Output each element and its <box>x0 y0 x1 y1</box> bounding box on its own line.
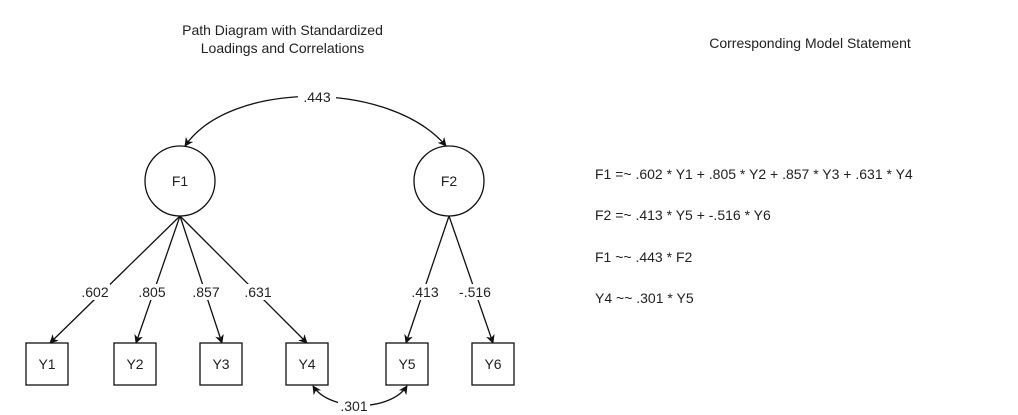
loading-label-f2-y5: .413 <box>411 284 438 300</box>
model-statement-4: Y4 ~~ .301 * Y5 <box>595 290 694 306</box>
diagram-title: Path Diagram with Standardized Loadings … <box>130 21 435 57</box>
diagram-title-line1: Path Diagram with Standardized <box>182 22 383 38</box>
loading-path-f1-y3 <box>179 215 224 344</box>
factor-node-f2 <box>413 145 485 217</box>
model-statement-1: F1 =~ .602 * Y1 + .805 * Y2 + .857 * Y3 … <box>595 166 913 182</box>
indicator-label-y1: Y1 <box>38 356 55 372</box>
loading-path-f2-y5 <box>404 215 450 344</box>
residual-correlation-label: .301 <box>340 398 367 414</box>
loading-label-bg <box>191 284 221 300</box>
indicator-label-y3: Y3 <box>212 356 229 372</box>
indicator-box-y5 <box>385 342 429 386</box>
loading-label-f1-y4: .631 <box>244 284 271 300</box>
residual-correlation-label-bg <box>338 398 370 413</box>
loading-label-f1-y3: .857 <box>192 284 219 300</box>
diagram-title-line2: Loadings and Correlations <box>200 40 365 56</box>
indicator-label-y4: Y4 <box>298 356 315 372</box>
loading-label-bg <box>243 284 273 300</box>
loading-path-f2-y6 <box>448 215 495 344</box>
indicator-label-y2: Y2 <box>126 356 143 372</box>
factor-correlation-label: .443 <box>303 89 330 105</box>
indicator-box-y2 <box>113 342 157 386</box>
loading-label-bg <box>410 284 440 300</box>
factor-label-f1: F1 <box>172 173 189 189</box>
indicator-label-y5: Y5 <box>398 356 415 372</box>
model-statement-3: F1 ~~ .443 * F2 <box>595 249 693 265</box>
loading-label-bg <box>137 284 167 300</box>
loading-label-f2-y6: -.516 <box>459 284 491 300</box>
loading-label-f1-y2: .805 <box>138 284 165 300</box>
loading-path-f1-y1 <box>49 215 181 344</box>
indicator-box-y1 <box>25 342 69 386</box>
loading-label-bg <box>80 284 110 300</box>
factor-correlation-label-bg <box>298 89 336 105</box>
indicator-box-y6 <box>471 342 515 386</box>
factor-label-f2: F2 <box>441 173 458 189</box>
loading-path-f1-y2 <box>134 215 181 344</box>
indicator-label-y6: Y6 <box>484 356 501 372</box>
model-statement-2: F2 =~ .413 * Y5 + -.516 * Y6 <box>595 207 771 223</box>
loading-path-f1-y4 <box>179 215 308 344</box>
model-statement-title: Corresponding Model Statement <box>709 35 911 51</box>
factor-node-f1 <box>144 145 216 217</box>
loading-label-bg <box>457 284 493 300</box>
indicator-box-y3 <box>199 342 243 386</box>
indicator-box-y4 <box>285 342 329 386</box>
loading-label-f1-y1: .602 <box>81 284 108 300</box>
